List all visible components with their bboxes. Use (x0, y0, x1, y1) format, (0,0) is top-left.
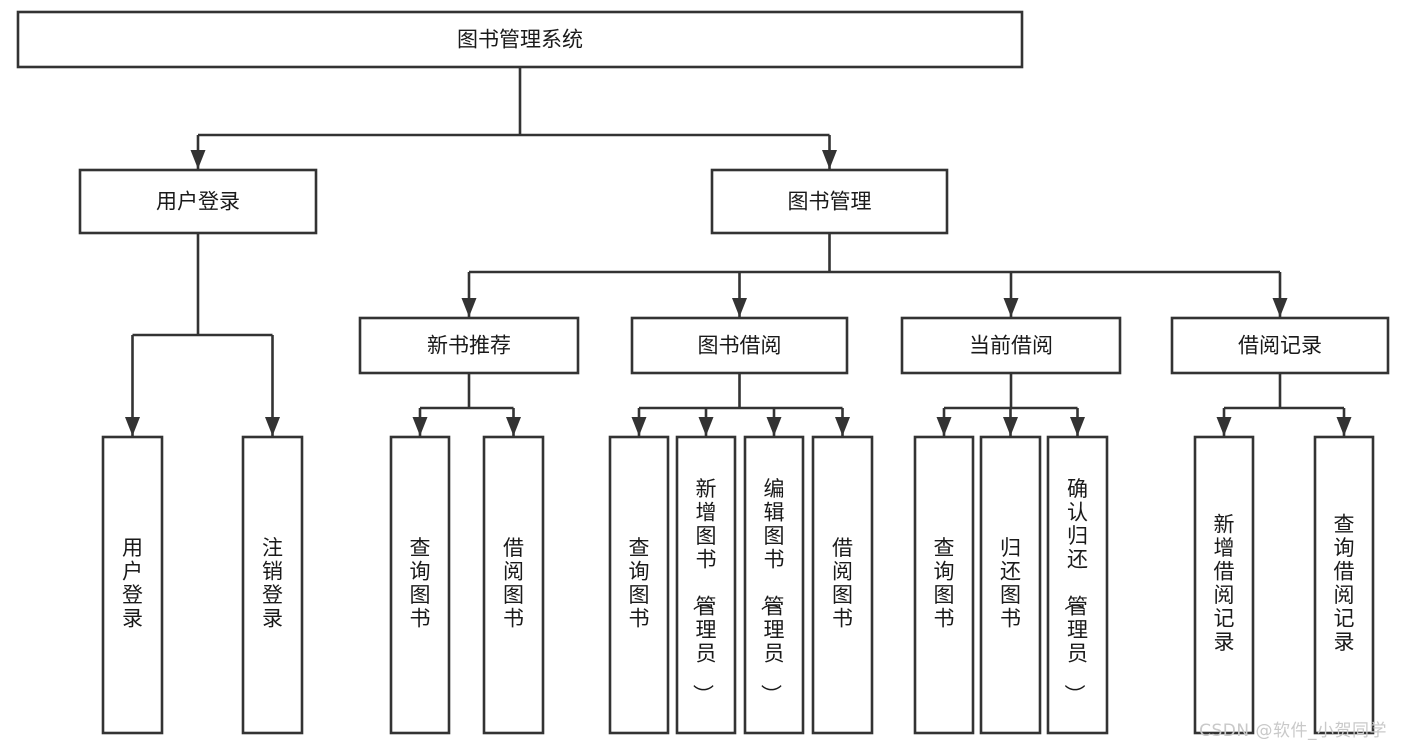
node-label: 借阅图书 (503, 536, 524, 631)
node-label: 用户登录 (156, 190, 240, 214)
arrow-down-icon (766, 417, 782, 436)
node-box (78, 168, 318, 235)
node-label: 查询图书 (934, 536, 955, 631)
node-box (389, 435, 451, 735)
node-box (913, 435, 975, 735)
node-new-book-recommend[interactable]: 新书推荐 (358, 316, 580, 375)
node-label: 编辑图书（管理员） (759, 477, 785, 705)
node-label: 当前借阅 (969, 334, 1053, 358)
arrow-down-icon (936, 417, 952, 436)
arrow-down-icon (1216, 417, 1232, 436)
node-label: 新增图书（管理员） (691, 477, 717, 705)
arrow-down-icon (698, 417, 714, 436)
node-layer: 图书管理系统用户登录图书管理用户登录注销登录新书推荐查询图书借阅图书图书借阅查询… (16, 10, 1390, 735)
arrow-down-icon (125, 417, 140, 436)
node-user-login-action[interactable]: 用户登录 (101, 435, 164, 735)
node-current-borrow[interactable]: 当前借阅 (900, 316, 1122, 375)
node-label: 确认归还（管理员） (1062, 477, 1088, 705)
node-book-management[interactable]: 图书管理 (710, 168, 949, 235)
arrow-down-icon (1336, 417, 1352, 436)
node-box (1193, 435, 1255, 735)
node-label: 新书推荐 (427, 334, 511, 358)
arrow-down-icon (461, 298, 477, 317)
node-label: 图书借阅 (698, 334, 782, 358)
arrow-down-icon (822, 150, 837, 169)
arrow-down-icon (732, 298, 747, 317)
node-box (710, 168, 949, 235)
arrow-down-icon (506, 417, 521, 436)
node-borrow-record[interactable]: 借阅记录 (1170, 316, 1390, 375)
node-box (608, 435, 670, 735)
node-box (1313, 435, 1375, 735)
node-confirm-return-admin[interactable]: 确认归还（管理员） (1046, 435, 1109, 735)
arrow-down-icon (1272, 298, 1288, 317)
node-edit-book-admin[interactable]: 编辑图书（管理员） (743, 435, 805, 735)
node-root[interactable]: 图书管理系统 (16, 10, 1024, 69)
node-label: 查询图书 (410, 536, 431, 631)
node-label: 查询图书 (629, 536, 650, 631)
node-box (900, 316, 1122, 375)
node-box (482, 435, 545, 735)
node-box (241, 435, 304, 735)
node-box (743, 435, 805, 735)
arrow-down-icon (190, 150, 206, 169)
node-borrow-book-1[interactable]: 借阅图书 (482, 435, 545, 735)
arrow-down-icon (1003, 417, 1018, 436)
arrow-down-icon (412, 417, 428, 436)
node-box (16, 10, 1024, 69)
node-borrow-book-2[interactable]: 借阅图书 (811, 435, 874, 735)
node-box (979, 435, 1042, 735)
arrow-down-icon (265, 417, 280, 436)
arrow-down-icon (835, 417, 850, 436)
node-return-book[interactable]: 归还图书 (979, 435, 1042, 735)
node-book-borrow[interactable]: 图书借阅 (630, 316, 849, 375)
node-label: 借阅记录 (1238, 334, 1322, 358)
arrow-down-icon (631, 417, 647, 436)
connector-layer (125, 67, 1352, 436)
node-query-book-1[interactable]: 查询图书 (389, 435, 451, 735)
node-query-borrow-record[interactable]: 查询借阅记录 (1313, 435, 1375, 735)
node-user-login[interactable]: 用户登录 (78, 168, 318, 235)
node-box (1170, 316, 1390, 375)
node-label: 归还图书 (1000, 536, 1021, 631)
node-label: 借阅图书 (832, 536, 853, 631)
node-user-logout-action[interactable]: 注销登录 (241, 435, 304, 735)
node-label: 查询借阅记录 (1334, 512, 1355, 654)
node-query-book-3[interactable]: 查询图书 (913, 435, 975, 735)
node-label: 注销登录 (262, 536, 283, 631)
node-box (811, 435, 874, 735)
node-query-book-2[interactable]: 查询图书 (608, 435, 670, 735)
arrow-down-icon (1003, 298, 1019, 317)
node-box (1046, 435, 1109, 735)
node-add-borrow-record[interactable]: 新增借阅记录 (1193, 435, 1255, 735)
node-box (358, 316, 580, 375)
node-box (101, 435, 164, 735)
node-label: 图书管理系统 (457, 28, 583, 52)
node-label: 新增借阅记录 (1214, 512, 1235, 654)
node-label: 图书管理 (788, 190, 872, 214)
node-box (630, 316, 849, 375)
node-label: 用户登录 (122, 536, 143, 631)
node-add-book-admin[interactable]: 新增图书（管理员） (675, 435, 737, 735)
arrow-down-icon (1070, 417, 1085, 436)
node-box (675, 435, 737, 735)
